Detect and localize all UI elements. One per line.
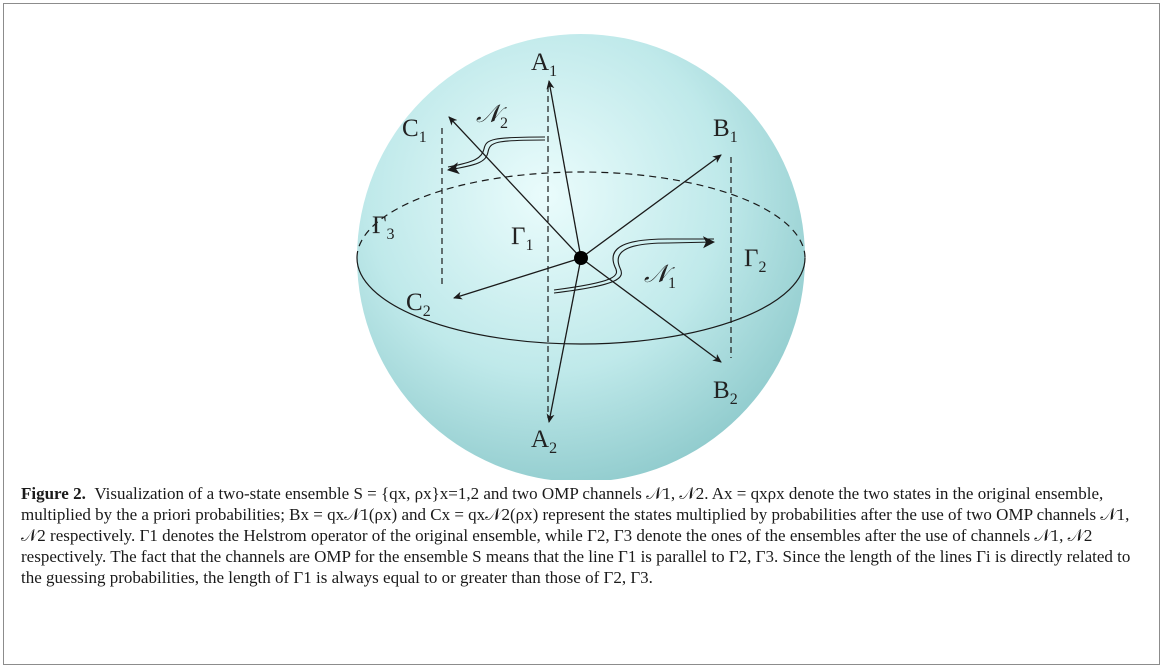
label-b2: B2 xyxy=(713,377,738,408)
label-b1: B1 xyxy=(713,115,738,146)
label-c1: C1 xyxy=(402,115,427,146)
channel-n2-arrow xyxy=(447,136,546,175)
equator-front xyxy=(356,257,806,345)
bloch-sphere-diagram: A1 A2 B1 B2 C1 C2 𝒩1 𝒩2 Γ1 Γ2 Γ3 xyxy=(356,34,806,480)
arrow-a1 xyxy=(546,80,582,259)
label-gamma1: Γ1 xyxy=(511,223,533,254)
label-gamma2: Γ2 xyxy=(744,245,766,276)
figure-caption: Figure 2. Visualization of a two-state e… xyxy=(21,483,1146,588)
label-a1: A1 xyxy=(531,49,557,80)
arrow-b2 xyxy=(580,257,722,363)
caption-label: Figure 2. xyxy=(21,484,86,503)
label-c2: C2 xyxy=(406,289,431,320)
caption-text: Visualization of a two-state ensemble S … xyxy=(21,484,1131,587)
equator-back xyxy=(356,171,806,259)
arrow-c1 xyxy=(448,116,582,259)
label-a2: A2 xyxy=(531,426,557,457)
channel-n1-arrow xyxy=(553,236,715,294)
label-gamma3: Γ3 xyxy=(372,212,394,243)
arrow-a2 xyxy=(546,257,582,423)
center-point xyxy=(574,251,588,265)
arrow-c2 xyxy=(453,257,582,300)
arrow-b1 xyxy=(580,154,722,259)
figure-frame xyxy=(3,3,1160,665)
